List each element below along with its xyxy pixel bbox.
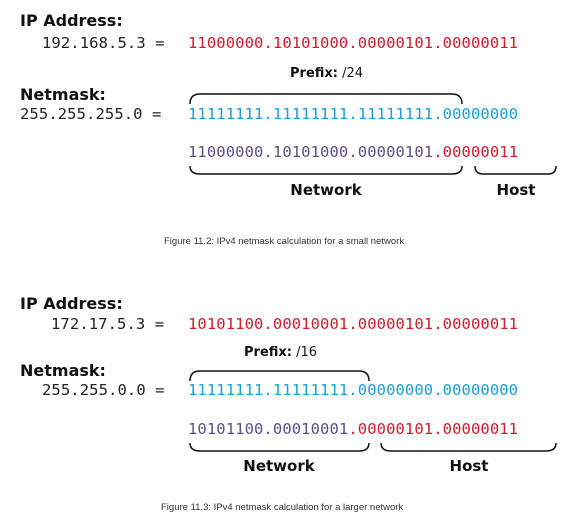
prefix-value: /24 [342,66,364,81]
network-binary: 10101100.00010001.00000101.00000011 [188,420,518,438]
ip-address-label: IP Address: [20,294,123,313]
host-label: Host [496,181,536,199]
ip-address-label: IP Address: [20,11,123,30]
prefix-label: Prefix: [244,345,292,360]
netmask-label: Netmask: [20,361,106,380]
netmask-label: Netmask: [20,85,106,104]
prefix-annotation: Prefix: /24 [290,66,363,81]
netmask-value: 255.255.255.0 = [20,105,162,123]
netmask-ones: 11111111.11111111.11111111 [188,105,434,123]
netmask-value: 255.255.0.0 = [42,381,165,399]
figure-caption: Figure 11.2: IPv4 netmask calculation fo… [164,236,405,247]
network-bits: 10101100.00010001 [188,420,349,438]
netmask-binary: 11111111.11111111.11111111.00000000 [188,105,518,123]
host-bits: .00000101.00000011 [348,420,519,438]
network-label: Network [290,181,362,199]
netmask-zeros: .00000000.00000000 [348,381,519,399]
network-binary: 11000000.10101000.00000101.00000011 [188,143,518,161]
netmask-ones: 11111111.11111111 [188,381,349,399]
netmask-binary: 11111111.11111111.00000000.00000000 [188,381,518,399]
ip-address-value: 172.17.5.3 = [51,315,165,333]
prefix-value: /16 [296,345,318,360]
ip-address-binary: 10101100.00010001.00000101.00000011 [188,315,519,333]
host-bits: .00000011 [433,143,519,161]
network-bits: 11000000.10101000.00000101 [188,143,434,161]
ip-address-binary: 11000000.10101000.00000101.00000011 [188,34,519,52]
host-label: Host [449,457,489,475]
ip-address-value: 192.168.5.3 = [42,34,165,52]
prefix-label: Prefix: [290,66,338,81]
figure-caption: Figure 11.3: IPv4 netmask calculation fo… [161,502,404,513]
network-label: Network [243,457,315,475]
netmask-zeros: .00000000 [433,105,519,123]
prefix-annotation: Prefix: /16 [244,345,317,360]
